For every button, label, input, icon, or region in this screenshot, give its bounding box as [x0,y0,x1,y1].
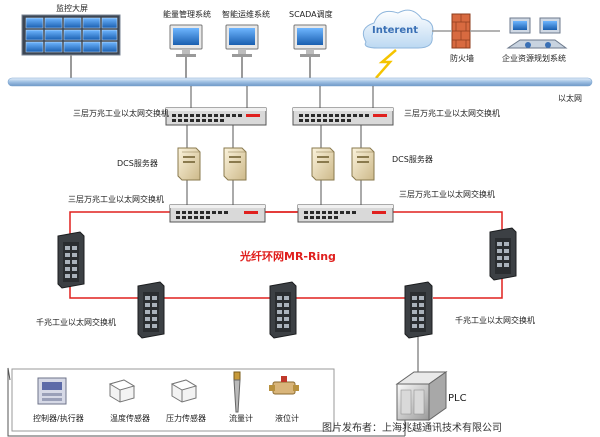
wires [7,86,419,437]
video-wall-icon [21,14,121,79]
plc-label: PLC [448,393,467,404]
ring-switch-right-label: 三层万兆工业以太网交换机 [399,189,495,199]
ethernet-bus [7,77,593,87]
dcs-right-label: DCS服务器 [392,154,433,164]
cloud-icon [362,9,434,49]
ops-label: 智能运维系统 [222,9,270,19]
server-icon [351,147,375,181]
server-icon [311,147,335,181]
temp-label: 温度传感器 [110,413,150,423]
scada-label: SCADA调度 [289,9,333,19]
gig-switch-2 [137,281,165,339]
flow-meter-icon [233,371,241,413]
firewall-icon [432,13,500,49]
controller-icon [37,377,67,405]
server-icon [223,147,247,181]
ring-label: 光纤环网MR-Ring [239,249,336,263]
level-label: 液位计 [275,413,299,423]
footer-credit: 图片发布者：上海兆越通讯技术有限公司 [322,421,502,434]
scada-monitor-icon [293,24,327,79]
core-switch-right [292,107,394,126]
server-icon [177,147,201,181]
ops-monitor-icon [225,24,259,79]
flow-label: 流量计 [229,413,253,423]
energy-monitor-icon [169,24,203,79]
pressure-label: 压力传感器 [166,413,206,423]
gig-switch-5 [489,227,517,281]
plc-icon [395,371,448,421]
video-wall-label: 监控大屏 [56,3,88,13]
firewall-label: 防火墙 [450,53,474,63]
gig-switch-4 [404,281,433,339]
level-meter-icon [269,376,299,395]
pressure-sensor-icon [170,379,198,403]
ring-switch-left [169,204,266,223]
core-switch-right-label: 三层万兆工业以太网交换机 [404,108,500,118]
controller-label: 控制器/执行器 [33,413,84,423]
dcs-server-right [311,147,375,181]
dcs-server-left [177,147,247,181]
lightning-icon [375,49,397,79]
ring-switch-left-label: 三层万兆工业以太网交换机 [68,194,164,204]
temp-sensor-icon [108,379,136,403]
cloud-label: Interent [372,25,418,36]
gig-switch-1 [57,231,85,289]
ethernet-label: 以太网 [558,93,582,103]
energy-label: 能量管理系统 [163,9,211,19]
gig-left-label: 千兆工业以太网交换机 [36,317,116,327]
erp-label: 企业资源规划系统 [502,53,566,63]
gig-right-label: 千兆工业以太网交换机 [455,315,535,325]
dcs-left-label: DCS服务器 [117,158,158,168]
gig-switch-3 [269,281,297,339]
core-switch-left-label: 三层万兆工业以太网交换机 [73,108,169,118]
core-switch-left [165,107,267,126]
erp-icon [506,17,568,49]
ring-switch-right [297,204,394,223]
